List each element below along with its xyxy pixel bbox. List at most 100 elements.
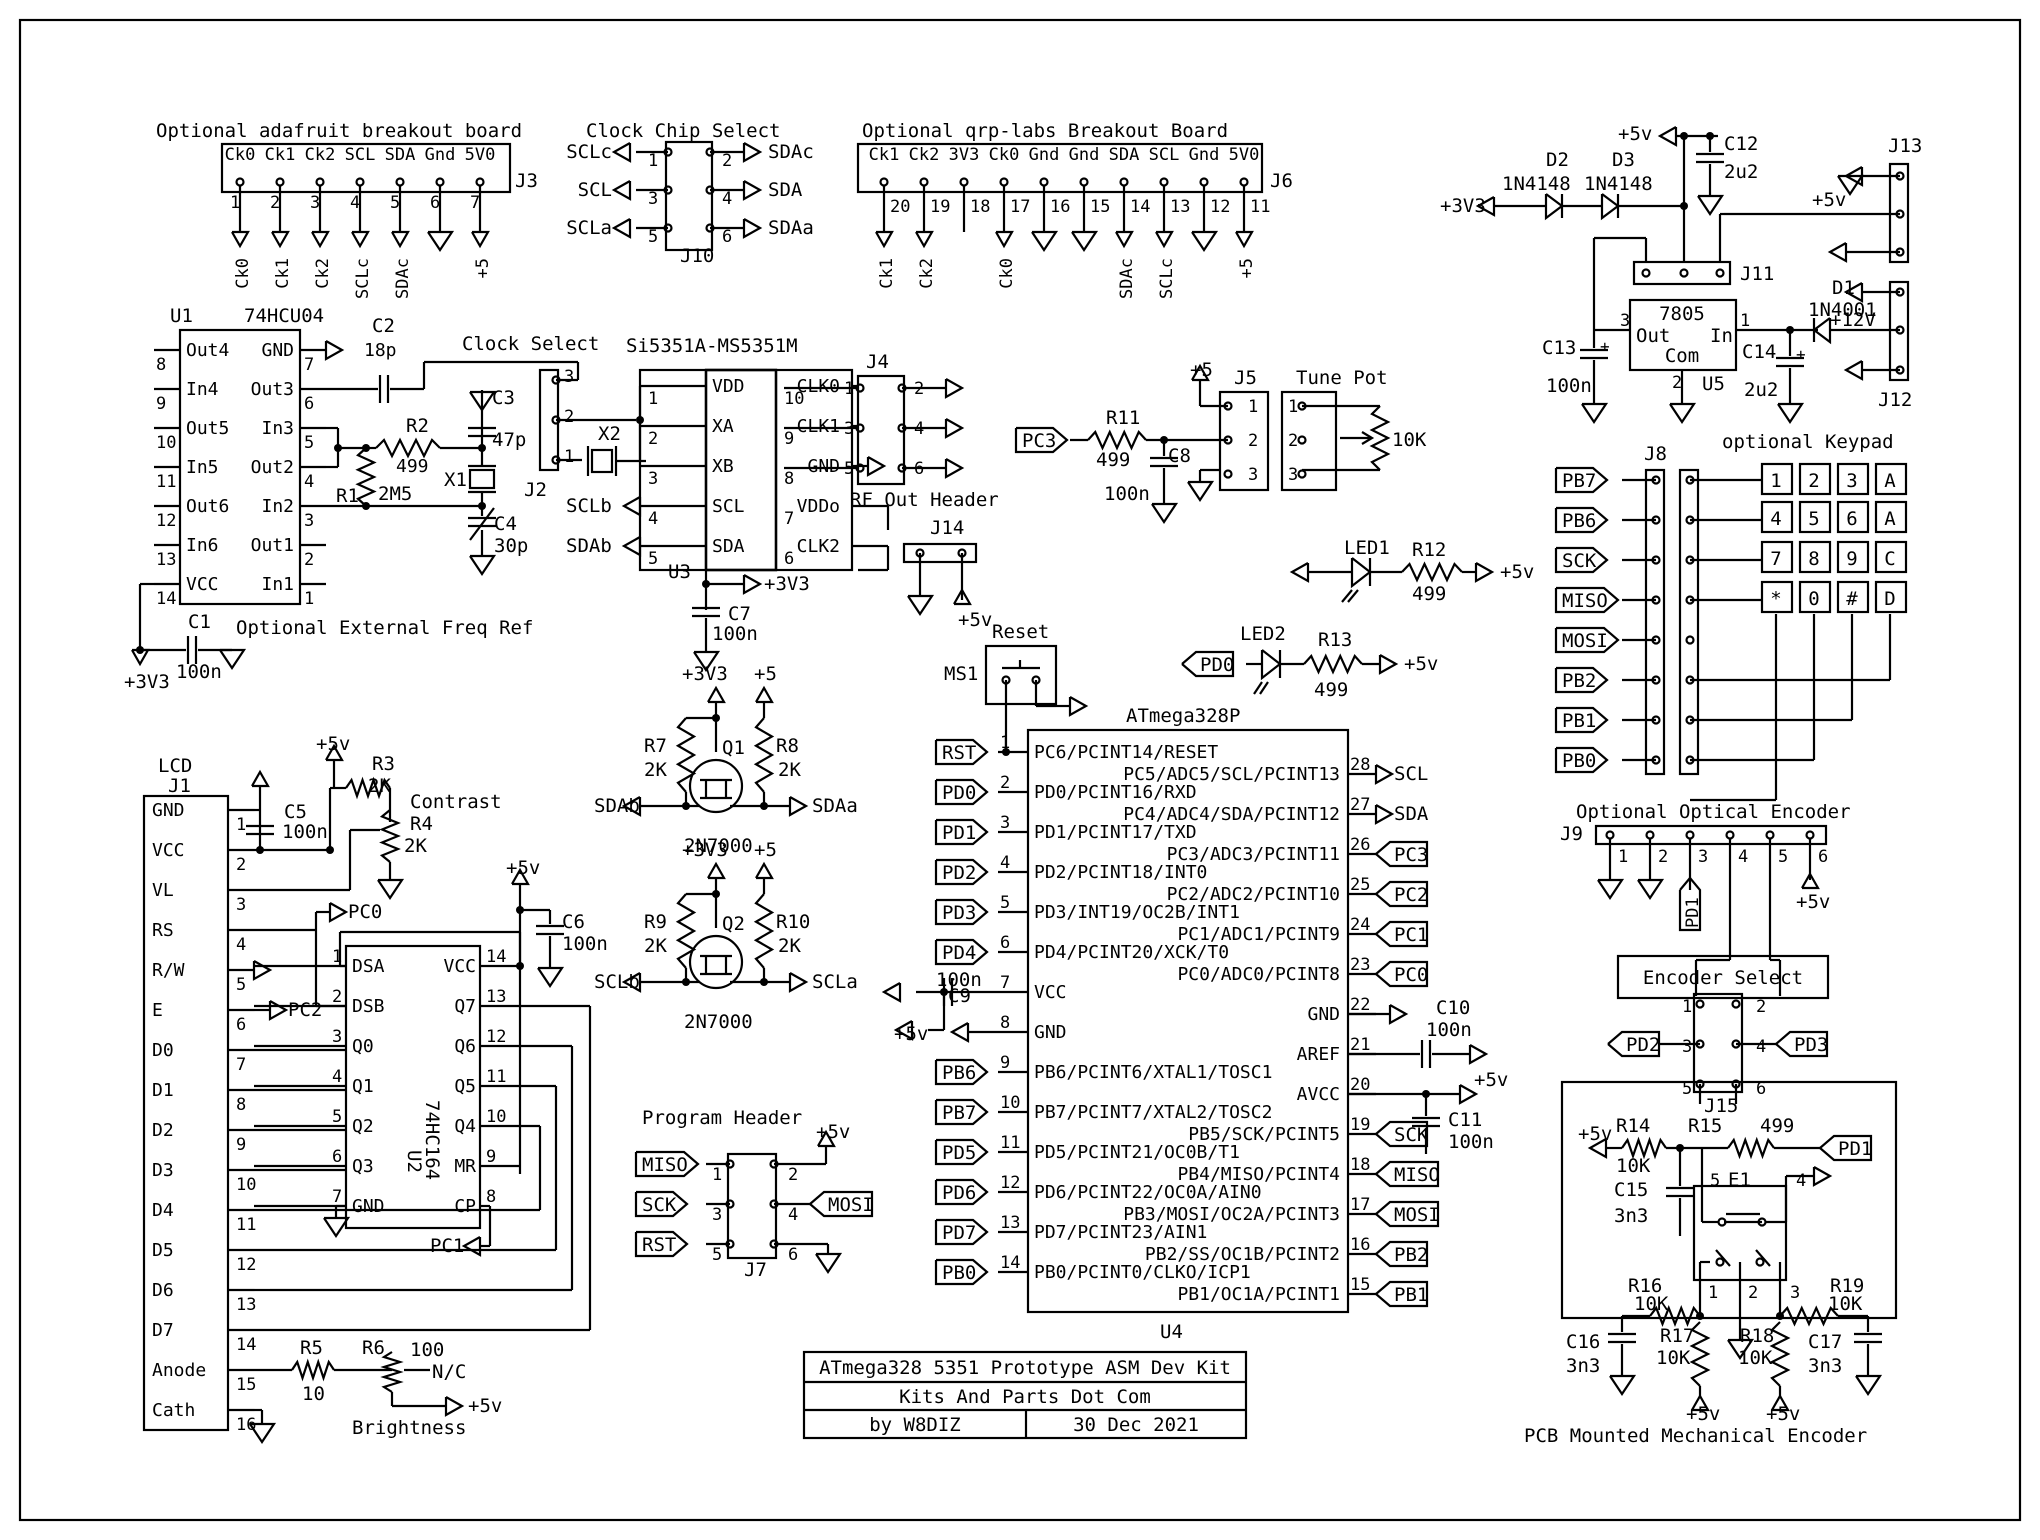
j2-pin-number: 2 <box>564 407 574 427</box>
keypad-key <box>1874 540 1908 574</box>
j10-net-left: SCLa <box>566 217 612 239</box>
u4-pin-name: PD5/PCINT21/OC0B/T1 <box>1034 1142 1240 1163</box>
u4-net-arrow: SCL <box>1394 763 1428 785</box>
pin-contact <box>1685 635 1695 645</box>
arrow-right-icon <box>1374 804 1395 825</box>
pot-wiper-icon <box>1361 431 1375 445</box>
j3-pin-number: 2 <box>270 193 280 213</box>
u3-pin-name: SDA <box>712 536 745 557</box>
c7-ref: C7 <box>728 603 751 625</box>
u5-com: Com <box>1665 345 1699 367</box>
tune-pot-resistor <box>1369 405 1391 471</box>
net-tag-label: PD0 <box>1200 654 1234 676</box>
r11-ref: R11 <box>1106 407 1140 429</box>
arrow-down-icon <box>131 648 150 667</box>
net-tag-label: PD3 <box>1794 1034 1828 1056</box>
e1-pin-number: 1 <box>1708 1283 1718 1303</box>
pin-contact <box>315 177 325 187</box>
j10-net-right: SDA <box>768 179 803 201</box>
r11-value: 499 <box>1096 449 1130 471</box>
j6-pin-number: 15 <box>1090 197 1110 217</box>
ground-icon <box>1727 1338 1755 1360</box>
q1-right-net: SDAa <box>812 795 858 817</box>
u3-pin-name: SCL <box>712 496 745 517</box>
u4-pin-name: PD6/PCINT22/OC0A/AIN0 <box>1034 1182 1262 1203</box>
u2-pin-number: 11 <box>486 1067 506 1087</box>
j2-header <box>538 368 560 472</box>
j13-ref: J13 <box>1888 135 1922 157</box>
net-tag-label: PB0 <box>1562 750 1596 772</box>
mech-encoder-heading: PCB Mounted Mechanical Encoder <box>1524 1425 1867 1447</box>
u4-pin-name: PC4/ADC4/SDA/PCINT12 <box>1123 804 1340 825</box>
net-tag-label: RST <box>642 1234 676 1256</box>
arrow-right-icon <box>1812 1166 1833 1187</box>
pin-contact <box>855 463 865 473</box>
j3-pin-number: 1 <box>230 193 240 213</box>
j6-net-label: Ck1 <box>877 258 897 289</box>
arrow-down-icon <box>875 230 894 249</box>
j15-pin-number: 5 <box>1682 1079 1692 1099</box>
r13-value: 499 <box>1314 679 1348 701</box>
j4-pin-number: 6 <box>914 459 924 479</box>
j7-pin-number: 5 <box>712 1245 722 1265</box>
u3-pin-name: CLK1 <box>797 416 840 437</box>
j7-v5: +5v <box>816 1121 850 1143</box>
c12-value: 2u2 <box>1724 161 1758 183</box>
lcd-pin-number: 1 <box>236 815 246 835</box>
lcd-pin-name: D1 <box>152 1080 174 1101</box>
u4-pin-number: 17 <box>1350 1195 1370 1215</box>
net-tag-label: PB2 <box>1394 1244 1428 1266</box>
u5-out: Out <box>1636 325 1670 347</box>
junction-dot <box>760 978 768 986</box>
u1-pin-name: In2 <box>261 496 294 517</box>
net-tag <box>934 778 989 806</box>
pin-contact <box>275 177 285 187</box>
r1-value: 2M5 <box>378 483 412 505</box>
arrow-right-icon <box>1378 654 1399 675</box>
net-tag-label: PB2 <box>1562 670 1596 692</box>
u2-pin-number: 3 <box>332 1027 342 1047</box>
u5-pin1: 1 <box>1740 311 1750 331</box>
u3-pin-name: CLK2 <box>797 536 840 557</box>
net-tag-label: PB1 <box>1394 1284 1428 1306</box>
lcd-pin-number: 8 <box>236 1095 246 1115</box>
u1-pin-number: 2 <box>304 550 314 570</box>
pin-contact <box>1651 755 1661 765</box>
pin-contact <box>1725 830 1735 840</box>
c15-value: 3n3 <box>1614 1205 1648 1227</box>
ext-ref-heading: Optional External Freq Ref <box>236 617 533 639</box>
pin-contact <box>235 177 245 187</box>
lcd-pin-number: 13 <box>236 1295 256 1315</box>
j7-pin-number: 2 <box>788 1165 798 1185</box>
j10-net-right: SDAa <box>768 217 814 239</box>
keypad-key-label: 3 <box>1846 470 1857 492</box>
j3-net-label: +5 <box>473 258 493 278</box>
c1-value: 100n <box>176 661 222 683</box>
net-tag <box>1554 666 1609 694</box>
ground-icon <box>469 390 497 412</box>
arrow-left-icon <box>621 536 642 557</box>
q1-v5: +5 <box>754 663 777 685</box>
lcd-pin-name: D6 <box>152 1280 174 1301</box>
j7-ref: J7 <box>744 1259 767 1281</box>
j6-pin-number: 20 <box>890 197 910 217</box>
u4-pin-number: 28 <box>1350 755 1370 775</box>
ground-icon <box>1191 230 1219 252</box>
j6-ref: J6 <box>1270 170 1293 192</box>
j3-pin-label: SCL <box>345 145 376 165</box>
arrow-right-icon <box>252 960 273 981</box>
wire <box>1755 1249 1771 1267</box>
qrp-heading: Optional qrp-labs Breakout Board <box>862 120 1228 142</box>
j3-net-label: Ck0 <box>233 258 253 289</box>
u1-pin-number: 14 <box>156 589 176 609</box>
j15-pin-number: 6 <box>1756 1079 1766 1099</box>
lcd-pin-number: 11 <box>236 1215 256 1235</box>
arrow-down-icon <box>915 230 934 249</box>
arrow-down-icon <box>1115 230 1134 249</box>
u3-part: Si5351A-MS5351M <box>626 335 798 357</box>
q2-v33: +3V3 <box>682 839 728 861</box>
j10-net-right: SDAc <box>768 141 814 163</box>
encoder-select-box <box>1616 954 1830 1000</box>
arrow-right-icon <box>944 418 965 439</box>
